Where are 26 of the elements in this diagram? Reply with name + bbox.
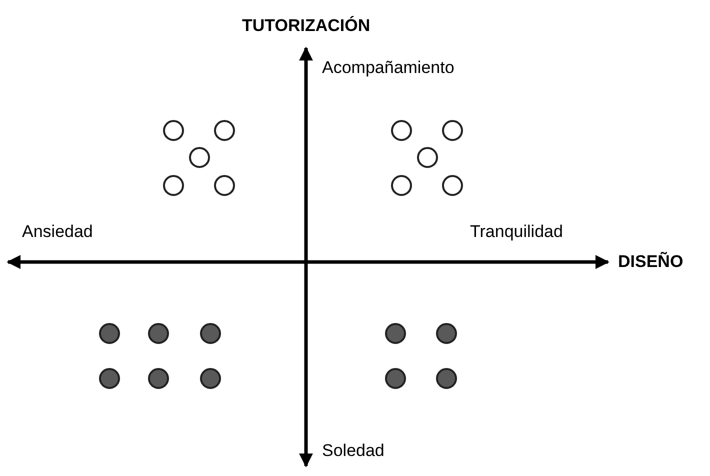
axis-title: DISEÑO	[618, 252, 684, 272]
axis-title: TUTORIZACIÓN	[242, 16, 370, 36]
axis-label: Tranquilidad	[470, 222, 563, 242]
filled-dot	[200, 322, 220, 344]
filled-dot	[200, 368, 220, 388]
axis-label: Soledad	[322, 441, 384, 461]
axis-label: Acompañamiento	[322, 58, 454, 78]
filled-dot	[98, 368, 120, 388]
hollow-dot	[442, 174, 462, 196]
hollow-dot	[442, 120, 462, 140]
hollow-dot	[162, 174, 184, 196]
hollow-dot	[416, 146, 438, 168]
filled-dot	[148, 368, 168, 388]
hollow-dot	[390, 120, 412, 140]
hollow-dot	[188, 146, 210, 168]
hollow-dot	[390, 174, 412, 196]
filled-dot	[384, 322, 406, 344]
filled-dot	[148, 322, 168, 344]
hollow-dot	[214, 120, 234, 140]
hollow-dot	[162, 120, 184, 140]
filled-dot	[436, 368, 456, 388]
filled-dot	[436, 322, 456, 344]
axis-label: Ansiedad	[22, 222, 93, 242]
filled-dot	[98, 322, 120, 344]
hollow-dot	[214, 174, 234, 196]
filled-dot	[384, 368, 406, 388]
